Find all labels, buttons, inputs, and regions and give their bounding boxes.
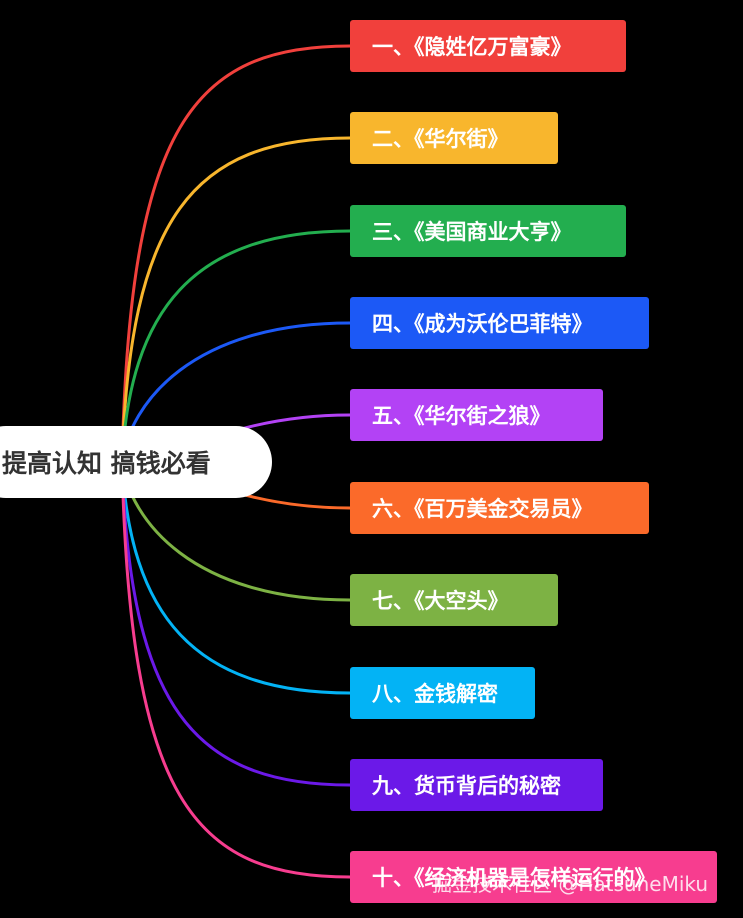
branch-label: 二、《华尔街》 xyxy=(372,127,509,151)
branch-node-7[interactable]: 七、《大空头》 xyxy=(350,574,558,626)
branch-label: 七、《大空头》 xyxy=(372,589,509,613)
root-node[interactable]: 提高认知 搞钱必看 xyxy=(0,426,272,498)
branch-node-5[interactable]: 五、《华尔街之狼》 xyxy=(350,389,603,441)
branch-label: 四、《成为沃伦巴菲特》 xyxy=(372,312,593,336)
branch-label: 十、《经济机器是怎样运行的》 xyxy=(372,866,656,890)
root-label: 提高认知 搞钱必看 xyxy=(2,449,211,478)
watermark: 掘金技术社区 @HatsuneMiku xyxy=(432,872,709,896)
branch-label: 九、货币背后的秘密 xyxy=(372,774,561,798)
branch-label: 三、《美国商业大亨》 xyxy=(372,220,572,244)
branch-label: 五、《华尔街之狼》 xyxy=(372,404,551,428)
branch-node-6[interactable]: 六、《百万美金交易员》 xyxy=(350,482,649,534)
connector-8 xyxy=(120,460,352,695)
branch-label: 六、《百万美金交易员》 xyxy=(372,497,593,521)
connector-9 xyxy=(120,460,352,787)
branch-node-1[interactable]: 一、《隐姓亿万富豪》 xyxy=(350,20,626,72)
branch-node-8[interactable]: 八、金钱解密 xyxy=(350,667,535,719)
branch-node-4[interactable]: 四、《成为沃伦巴菲特》 xyxy=(350,297,649,349)
branch-label: 一、《隐姓亿万富豪》 xyxy=(372,35,572,59)
branch-node-3[interactable]: 三、《美国商业大亨》 xyxy=(350,205,626,257)
branch-label: 八、金钱解密 xyxy=(372,682,498,706)
branch-node-10[interactable]: 十、《经济机器是怎样运行的》 xyxy=(350,851,717,903)
connector-1 xyxy=(120,44,352,464)
branch-node-2[interactable]: 二、《华尔街》 xyxy=(350,112,558,164)
branch-node-9[interactable]: 九、货币背后的秘密 xyxy=(350,759,603,811)
connector-10 xyxy=(120,460,352,879)
connector-3 xyxy=(120,229,352,464)
connector-2 xyxy=(120,136,352,464)
